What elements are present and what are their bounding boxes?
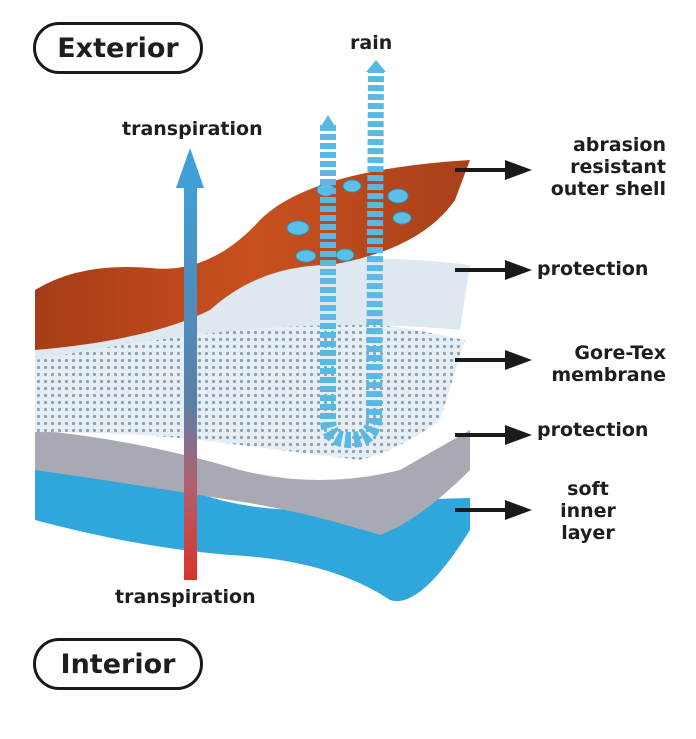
protection-lower-label: protection bbox=[537, 419, 649, 441]
transpiration-arrow-icon bbox=[184, 185, 197, 580]
transpiration-bottom-label: transpiration bbox=[115, 586, 256, 608]
outer-shell-label: abrasion resistant outer shell bbox=[550, 134, 666, 200]
transpiration-top-label: transpiration bbox=[122, 118, 263, 140]
outer-shell-layer bbox=[35, 160, 470, 350]
protection-lower-layer bbox=[35, 430, 470, 535]
exterior-label: Exterior bbox=[33, 22, 203, 74]
gore-tex-label: Gore-Tex membrane bbox=[551, 342, 666, 386]
soft-inner-layer bbox=[35, 455, 470, 602]
rain-flow-icon bbox=[320, 69, 384, 449]
protection-upper-layer bbox=[35, 258, 470, 360]
soft-inner-layer-label: soft inner layer bbox=[560, 478, 616, 544]
pointer-arrows bbox=[455, 160, 532, 520]
protection-upper-label: protection bbox=[537, 258, 649, 280]
rain-label: rain bbox=[350, 32, 393, 54]
gore-tex-membrane-layer bbox=[35, 317, 465, 460]
interior-label: Interior bbox=[33, 638, 203, 690]
